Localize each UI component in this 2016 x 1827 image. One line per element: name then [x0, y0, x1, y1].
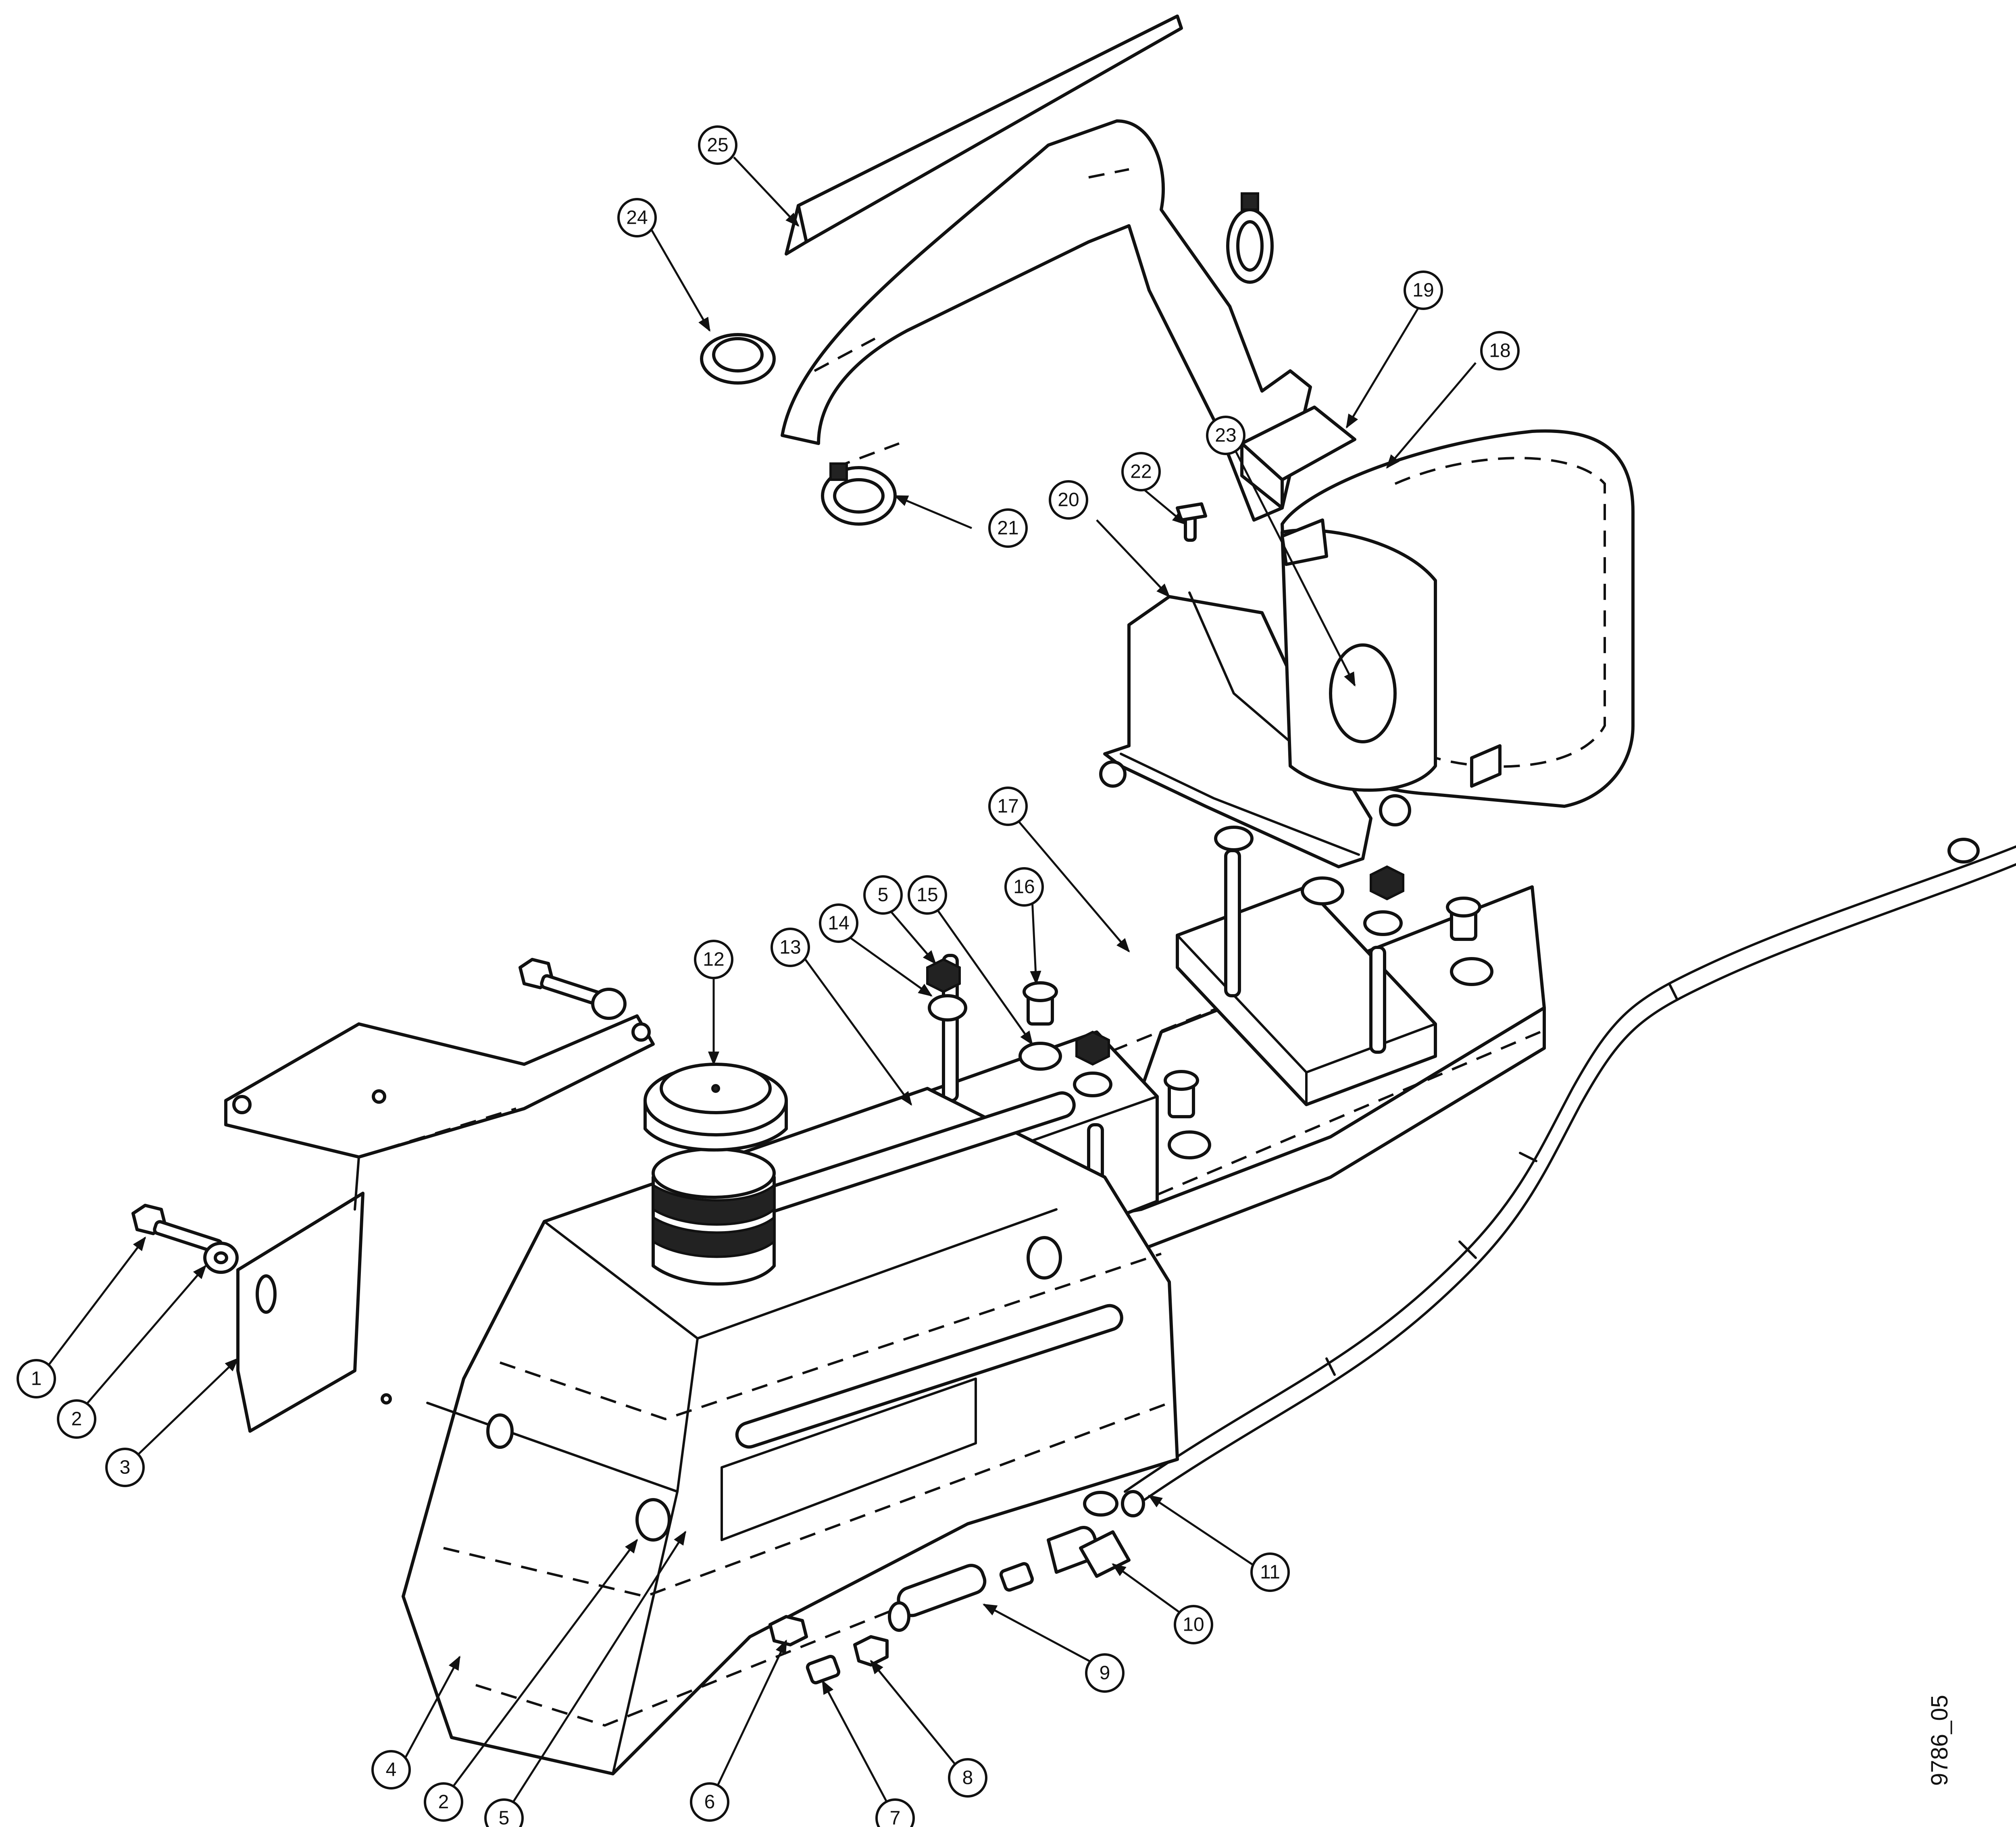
callout-circle [1250, 1552, 1290, 1592]
callout-5: 5 [484, 1798, 524, 1827]
callout-22: 22 [1121, 452, 1161, 491]
callout-circle [484, 1798, 524, 1827]
fuel-cap [644, 1063, 788, 1152]
callout-circle [863, 875, 903, 915]
callout-13: 13 [771, 928, 810, 967]
callout-number: 4 [386, 1759, 397, 1781]
plate-hardware [926, 826, 1493, 1159]
callout-number: 13 [779, 937, 801, 958]
callout-circle [1480, 331, 1520, 370]
callout-number: 22 [1130, 461, 1152, 483]
callout-number: 24 [626, 207, 648, 229]
callout-number: 20 [1058, 489, 1079, 511]
callout-number: 9 [1100, 1663, 1110, 1684]
callout-circle [988, 787, 1028, 826]
washer [203, 1242, 239, 1274]
exhaust-clamp-upper [1226, 192, 1274, 284]
callout-1: 1 [17, 1359, 56, 1398]
callout-number: 5 [499, 1808, 510, 1827]
callout-17: 17 [988, 787, 1028, 826]
callout-11: 11 [1250, 1552, 1290, 1592]
callout-number: 10 [1183, 1614, 1204, 1636]
callout-circle [617, 198, 657, 237]
callout-23: 23 [1206, 416, 1245, 455]
callout-circle [57, 1399, 96, 1439]
callout-5: 5 [863, 875, 903, 915]
muffler [1281, 429, 1635, 808]
callout-7: 7 [875, 1798, 915, 1827]
callout-number: 7 [890, 1808, 901, 1827]
callout-3: 3 [105, 1448, 145, 1487]
bracket-bolt-upper [519, 958, 627, 1020]
callout-circle [1121, 452, 1161, 491]
callout-4: 4 [371, 1750, 411, 1790]
callout-2: 2 [424, 1782, 463, 1822]
callout-9: 9 [1085, 1653, 1125, 1693]
callout-20: 20 [1049, 480, 1088, 520]
callout-circle [698, 125, 737, 165]
callout-number: 3 [120, 1457, 131, 1478]
callout-number: 11 [1260, 1562, 1280, 1583]
callout-circle [17, 1359, 56, 1398]
callout-circle [371, 1750, 411, 1790]
callout-circle [875, 1798, 915, 1827]
callout-number: 15 [916, 884, 938, 906]
drawing-id-label: 9786_05 [1926, 1695, 1953, 1786]
callout-25: 25 [698, 125, 737, 165]
callout-number: 6 [704, 1792, 715, 1813]
callout-circle [948, 1758, 987, 1798]
heat-shield [785, 15, 1183, 256]
callout-18: 18 [1480, 331, 1520, 370]
callout-circle [908, 875, 947, 915]
callout-circle [1049, 480, 1088, 520]
callout-circle [819, 903, 858, 943]
callout-number: 2 [438, 1792, 449, 1813]
callout-circle [771, 928, 810, 967]
fuel-tank [402, 1087, 1179, 1775]
fuel-fittings [768, 1490, 1145, 1685]
callout-number: 25 [707, 135, 728, 156]
callout-10: 10 [1174, 1605, 1213, 1644]
fuel-line-hose [1124, 838, 2016, 1509]
callout-number: 1 [31, 1368, 42, 1390]
callout-14: 14 [819, 903, 858, 943]
callout-12: 12 [694, 940, 733, 979]
callout-15: 15 [908, 875, 947, 915]
callout-2: 2 [57, 1399, 96, 1439]
callout-number: 19 [1412, 280, 1434, 301]
tank-bracket [224, 1014, 655, 1433]
callout-number: 18 [1489, 340, 1510, 362]
callout-circle [694, 940, 733, 979]
callout-circle [1206, 416, 1245, 455]
callout-number: 17 [997, 796, 1018, 817]
callout-number: 21 [997, 518, 1018, 539]
callout-6: 6 [690, 1782, 729, 1822]
callout-21: 21 [988, 508, 1028, 548]
callout-number: 23 [1215, 425, 1236, 446]
callout-circle [105, 1448, 145, 1487]
callout-circle [1404, 271, 1443, 310]
callout-circle [988, 508, 1028, 548]
callout-circle [1174, 1605, 1213, 1644]
callout-16: 16 [1004, 867, 1044, 907]
callout-number: 16 [1013, 876, 1035, 898]
muffler-guard [1099, 591, 1411, 868]
callout-number: 8 [962, 1767, 973, 1789]
callout-circle [424, 1782, 463, 1822]
callout-8: 8 [948, 1758, 987, 1798]
callout-circle [1085, 1653, 1125, 1693]
callout-number: 14 [828, 913, 849, 934]
exhaust-clamp-lower [821, 462, 897, 526]
callout-circle [690, 1782, 729, 1822]
callout-number: 2 [71, 1409, 82, 1430]
callout-circle [1004, 867, 1044, 907]
callout-number: 5 [878, 884, 889, 906]
callout-24: 24 [617, 198, 657, 237]
bolt [131, 1204, 223, 1254]
hose-clamp [700, 333, 776, 385]
callout-19: 19 [1404, 271, 1443, 310]
callout-number: 12 [703, 949, 724, 970]
